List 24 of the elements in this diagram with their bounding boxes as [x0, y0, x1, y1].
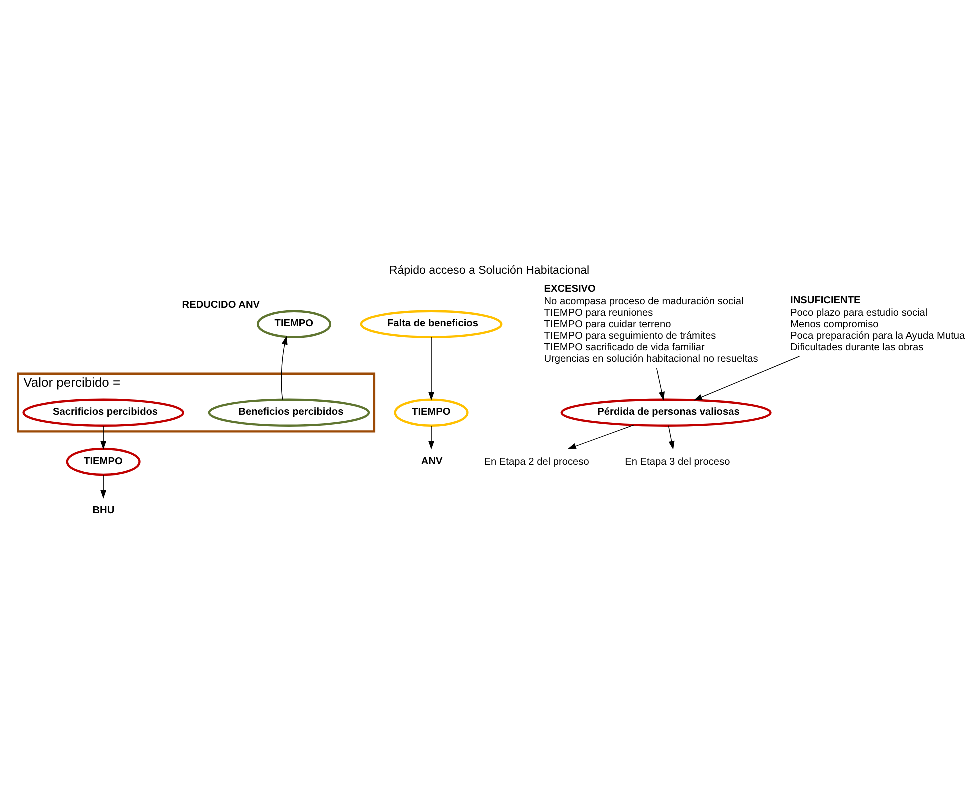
- arrow: [428, 336, 435, 400]
- node-text: En Etapa 2 del proceso: [484, 456, 590, 468]
- arrow: [694, 356, 800, 400]
- arrow: [568, 424, 634, 449]
- arrow: [100, 425, 107, 450]
- arrow: [100, 474, 107, 498]
- node-text: En Etapa 3 del proceso: [625, 456, 730, 468]
- diagram-title: Rápido acceso a Solución Habitacional: [389, 264, 590, 277]
- node-ellipse: TIEMPO: [257, 310, 332, 338]
- node-text: EXCESIVO No acompasa proceso de maduración social TIEMPO para reuniones TIEMPO para cuidar terreno TIEMPO para seguimiento de trámites TIEMPO sacrificado de vida familiar Urgencias en solución habitacional no resueltas: [544, 284, 758, 365]
- node-ellipse: Falta de beneficios: [360, 310, 503, 338]
- node-text: ANV: [421, 456, 443, 467]
- node-ellipse: Beneficios percibidos: [208, 398, 370, 426]
- node-ellipse: TIEMPO: [66, 447, 141, 476]
- arrow: [656, 367, 665, 400]
- arrow: [668, 425, 675, 450]
- node-ellipse: Sacrificios percibidos: [22, 398, 184, 426]
- node-text: INSUFICIENTE Poco plazo para estudio social Menos compromiso Poca preparación para la Ayuda Mutua Dificultades durante las obras: [790, 295, 966, 354]
- arrow: [281, 336, 288, 400]
- node-ellipse: Pérdida de personas valiosas: [560, 398, 772, 426]
- node-ellipse: TIEMPO: [394, 398, 469, 426]
- arrow: [428, 425, 435, 450]
- node-label: REDUCIDO ANV: [182, 299, 260, 310]
- node-text: BHU: [92, 504, 115, 516]
